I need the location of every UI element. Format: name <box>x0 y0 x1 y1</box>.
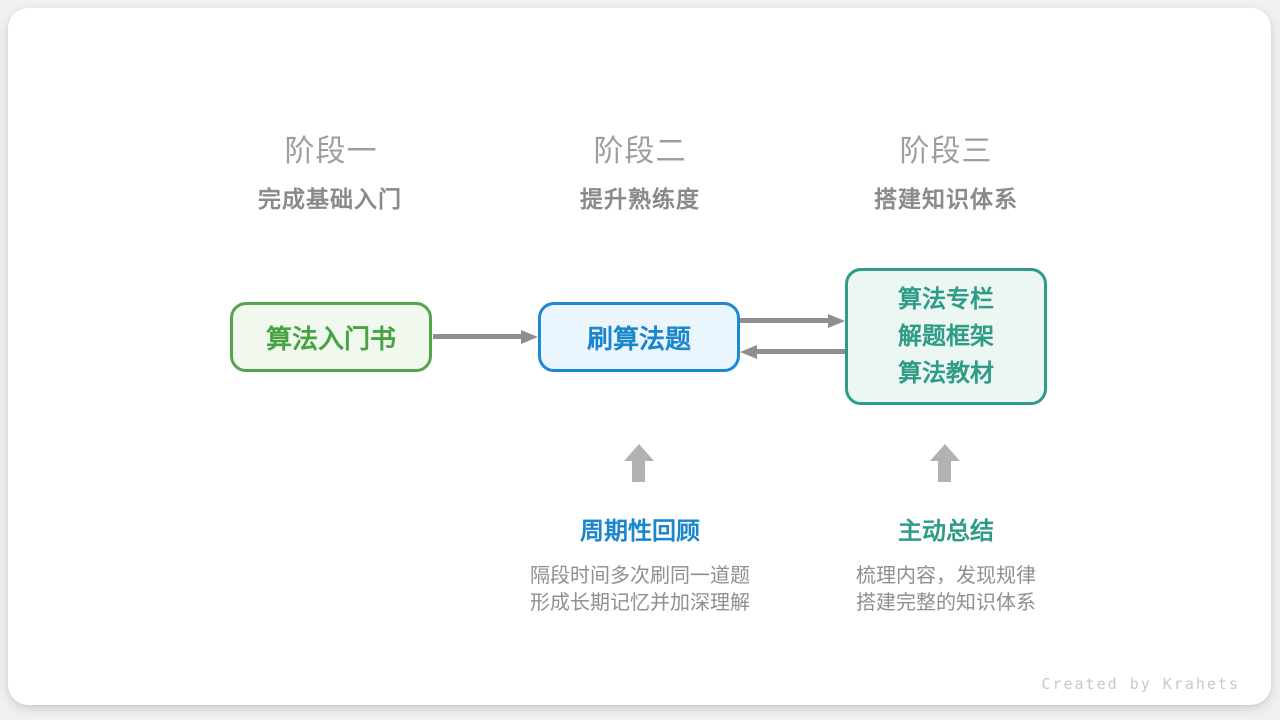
box-practice-problems: 刷算法题 <box>538 302 740 372</box>
stage2-subtitle: 提升熟练度 <box>580 186 700 212</box>
box-knowledge-resources: 算法专栏 解题框架 算法教材 <box>845 268 1047 405</box>
stage1-subtitle: 完成基础入门 <box>258 186 402 212</box>
desc-line: 隔段时间多次刷同一道题 <box>530 565 750 587</box>
stage2-label: 阶段二 <box>593 135 687 168</box>
callout-active-summary-desc: 梳理内容，发现规律 搭建完整的知识体系 <box>856 563 1036 617</box>
box-intro-book-label: 算法入门书 <box>265 323 396 354</box>
stage3-label: 阶段三 <box>899 135 993 168</box>
desc-line: 梳理内容，发现规律 <box>856 565 1036 587</box>
desc-line: 形成长期记忆并加深理解 <box>530 592 750 614</box>
callout-active-summary-title: 主动总结 <box>898 518 994 545</box>
box-resource-line-3: 算法教材 <box>898 360 994 387</box>
watermark-credit: Created by Krahets <box>1041 675 1240 693</box>
stage3-subtitle: 搭建知识体系 <box>874 186 1018 212</box>
stage1-label: 阶段一 <box>284 135 378 168</box>
desc-line: 搭建完整的知识体系 <box>856 592 1036 614</box>
box-practice-problems-label: 刷算法题 <box>586 323 691 354</box>
box-intro-book: 算法入门书 <box>230 302 432 372</box>
callout-periodic-review-title: 周期性回顾 <box>580 518 700 545</box>
box-resource-line-1: 算法专栏 <box>898 286 994 313</box>
callout-periodic-review-desc: 隔段时间多次刷同一道题 形成长期记忆并加深理解 <box>530 563 750 617</box>
box-resource-line-2: 解题框架 <box>898 323 994 350</box>
